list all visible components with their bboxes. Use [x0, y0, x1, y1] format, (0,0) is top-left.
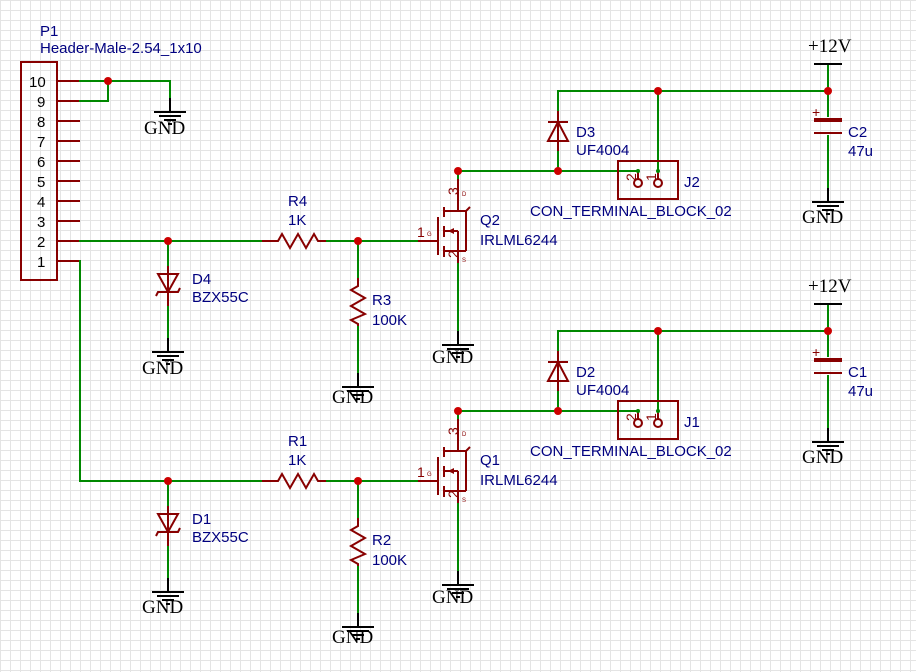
header-p1: P1 Header-Male-2.54_1x10 10 9 8 7 6 5 4 …	[20, 23, 202, 281]
q2-source-pin: 2	[445, 250, 461, 258]
header-pin-5: 5	[37, 174, 45, 191]
header-pin-3: 3	[37, 214, 45, 231]
j2-ref: J2	[684, 174, 700, 191]
q1-d-letter: D	[462, 432, 467, 438]
q1-g-letter: G	[427, 472, 432, 478]
header-body	[20, 61, 58, 281]
d2-ref: D2	[576, 364, 595, 381]
gnd-label: GND	[142, 597, 183, 618]
power-symbol-top: +12V	[808, 36, 852, 65]
diode-d2: D2 UF4004	[546, 351, 629, 399]
d3-value: UF4004	[576, 142, 629, 159]
ground-labels: GND GND GND GND GND GND GND GND GND	[142, 118, 843, 648]
resistor-r4: R4 1K	[262, 193, 326, 251]
c1-plus: +	[812, 344, 820, 360]
resistor-r1: R1 1K	[262, 433, 326, 491]
r1-value: 1K	[288, 452, 306, 469]
c2-value: 47u	[848, 143, 873, 160]
r4-ref: R4	[288, 193, 307, 210]
d1-value: BZX55C	[192, 529, 249, 546]
resistor-r2: R2 100K	[348, 518, 407, 569]
j2-body	[617, 160, 679, 200]
power-symbol-bottom: +12V	[808, 276, 852, 305]
r1-ref: R1	[288, 433, 307, 450]
header-pin-2: 2	[37, 234, 45, 251]
d2-value: UF4004	[576, 382, 629, 399]
gnd-label: GND	[142, 358, 183, 379]
q1-s-letter: S	[462, 498, 466, 504]
ground-symbols	[151, 97, 845, 640]
gnd-label: GND	[802, 447, 843, 468]
r4-value: 1K	[288, 212, 306, 229]
gnd-label: GND	[144, 118, 185, 139]
header-ref: P1	[40, 23, 58, 40]
q1-ref: Q1	[480, 452, 500, 469]
gnd-label: GND	[432, 347, 473, 368]
mosfet-q1: 3 2 1 G D S Q1 IRLML6244	[417, 419, 558, 504]
c1-ref: C1	[848, 364, 867, 381]
header-pin-9: 9	[37, 94, 45, 111]
gnd-label: GND	[432, 587, 473, 608]
d3-ref: D3	[576, 124, 595, 141]
q1-drain-pin: 3	[445, 427, 461, 435]
header-pin-6: 6	[37, 154, 45, 171]
r2-value: 100K	[372, 552, 407, 569]
j1-ref: J1	[684, 414, 700, 431]
zener-d4: D4 BZX55C	[155, 266, 249, 306]
c1-value: 47u	[848, 383, 873, 400]
power-label: +12V	[808, 36, 852, 57]
q2-gate-pin: 1	[417, 224, 425, 240]
terminal-block-j2: 2 1 J2 CON_TERMINAL_BLOCK_02	[530, 160, 732, 220]
gnd-label: GND	[332, 627, 373, 648]
q2-ref: Q2	[480, 212, 500, 229]
zener-d1: D1 BZX55C	[155, 506, 249, 546]
header-pin-8: 8	[37, 114, 45, 131]
header-pin-1: 1	[37, 254, 45, 271]
q1-gate-pin: 1	[417, 464, 425, 480]
header-value: Header-Male-2.54_1x10	[40, 40, 202, 57]
q1-source-pin: 2	[445, 490, 461, 498]
gnd-label: GND	[332, 387, 373, 408]
c2-ref: C2	[848, 124, 867, 141]
diode-d3: D3 UF4004	[546, 111, 629, 159]
j1-pin-1: 1	[643, 413, 659, 421]
j1-pin-2: 2	[623, 413, 639, 421]
q2-drain-pin: 3	[445, 187, 461, 195]
capacitor-c1: + C1 47u	[812, 344, 873, 400]
q2-s-letter: S	[462, 258, 466, 264]
j2-pin-1: 1	[643, 173, 659, 181]
d4-ref: D4	[192, 271, 211, 288]
q2-value: IRLML6244	[480, 232, 558, 249]
capacitor-c2: + C2 47u	[812, 104, 873, 160]
header-pin-10: 10	[29, 74, 46, 91]
q2-d-letter: D	[462, 192, 467, 198]
q1-value: IRLML6244	[480, 472, 558, 489]
j1-value: CON_TERMINAL_BLOCK_02	[530, 443, 732, 460]
terminal-block-j1: 2 1 J1 CON_TERMINAL_BLOCK_02	[530, 400, 732, 460]
j2-pin-2: 2	[623, 173, 639, 181]
header-pin-7: 7	[37, 134, 45, 151]
junctions	[104, 77, 832, 485]
q2-g-letter: G	[427, 232, 432, 238]
d4-value: BZX55C	[192, 289, 249, 306]
gnd-label: GND	[802, 207, 843, 228]
j1-body	[617, 400, 679, 440]
d1-ref: D1	[192, 511, 211, 528]
r3-value: 100K	[372, 312, 407, 329]
power-label: +12V	[808, 276, 852, 297]
r3-ref: R3	[372, 292, 391, 309]
r2-ref: R2	[372, 532, 391, 549]
c2-plus: +	[812, 104, 820, 120]
mosfet-q2: 3 2 1 G D S Q2 IRLML6244	[417, 179, 558, 264]
resistor-r3: R3 100K	[348, 278, 407, 329]
j2-value: CON_TERMINAL_BLOCK_02	[530, 203, 732, 220]
header-pin-4: 4	[37, 194, 45, 211]
